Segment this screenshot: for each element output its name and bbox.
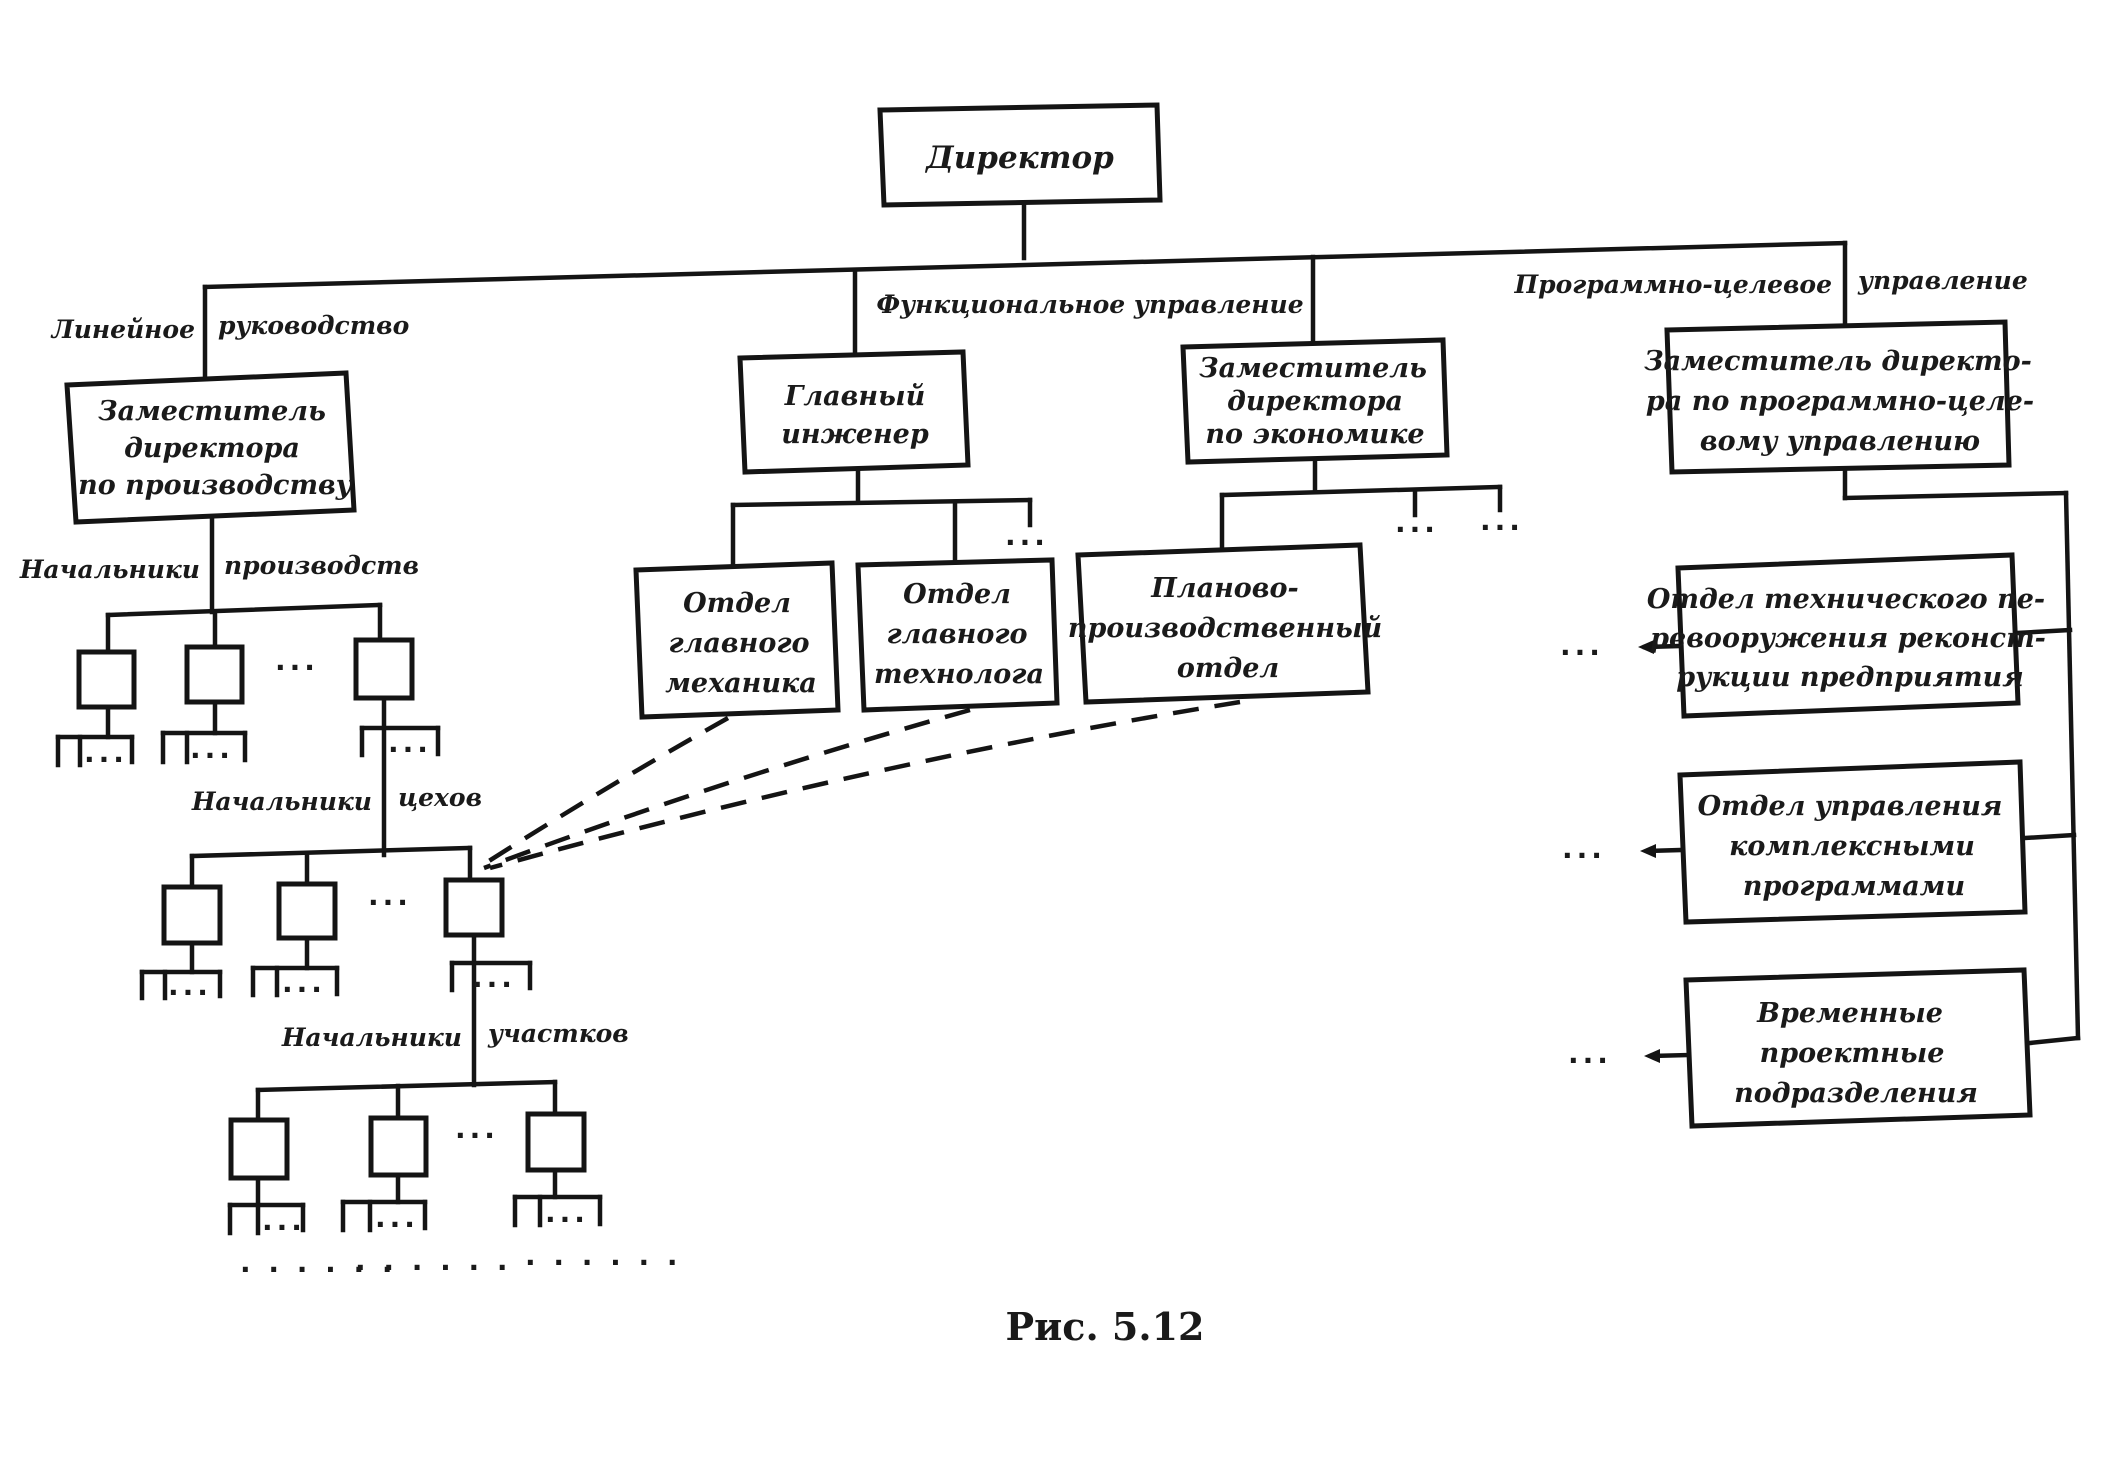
deputy-economics-box xyxy=(1180,337,1450,465)
production-unit-square xyxy=(184,644,245,705)
complex-programs-box xyxy=(1677,759,2028,925)
functional-label: Функциональное управление xyxy=(876,290,1303,319)
ellipsis: ... xyxy=(388,726,432,759)
reequipment-line1: Отдел технического пе- xyxy=(1647,584,2045,615)
director-box xyxy=(877,102,1163,208)
chief-mechanic-box xyxy=(633,560,841,720)
planning-line2: производственный xyxy=(1068,613,1382,644)
ellipsis: ... xyxy=(1562,832,1606,865)
ellipsis: ... xyxy=(282,966,326,999)
figure-caption: Рис. 5.12 xyxy=(1006,1304,1205,1349)
reequipment-line2: ревооружения реконст- xyxy=(1650,623,2046,654)
director-label: Директор xyxy=(924,140,1114,176)
ellipsis: ... xyxy=(375,1201,419,1234)
ellipsis-marks: ... ... ... ... ... ... ... ... ... ... … xyxy=(84,504,1612,1279)
deputy-economics-line1: Заместитель xyxy=(1199,353,1427,384)
chief-mechanic-line3: механика xyxy=(665,668,817,699)
temporary-units-box xyxy=(1683,967,2033,1129)
deputy-program-line2: ра по программно-целе- xyxy=(1646,386,2034,417)
deputy-production-line3: по производству xyxy=(78,470,354,501)
section-heads-label-left: Начальники xyxy=(281,1023,462,1052)
planning-line3: отдел xyxy=(1177,653,1279,684)
workshop-unit-square xyxy=(276,881,338,941)
production-unit-square xyxy=(76,649,137,710)
arrowheads xyxy=(1638,640,1660,1063)
production-heads-label-right: производств xyxy=(224,551,419,580)
program-label-right: управление xyxy=(1857,266,2028,295)
workshop-heads-label-left: Начальники xyxy=(191,787,372,816)
section-unit-square xyxy=(368,1115,429,1178)
chief-engineer-box xyxy=(737,349,971,475)
deputy-production-line2: директора xyxy=(124,433,300,464)
program-label-left: Программно-целевое xyxy=(1513,270,1832,299)
deputy-economics-line2: директора xyxy=(1227,386,1403,417)
deputy-production-box xyxy=(64,370,357,525)
deputy-production-line1: Заместитель xyxy=(98,396,326,427)
ellipsis: ... xyxy=(84,736,128,769)
ellipsis: ... xyxy=(190,732,234,765)
ellipsis: ... xyxy=(455,1112,499,1145)
planning-line1: Планово- xyxy=(1150,573,1298,604)
section-labels: Линейное руководство Функциональное упра… xyxy=(19,266,2028,1052)
deputy-program-box xyxy=(1664,319,2012,475)
ellipsis: . . . . . . xyxy=(525,1239,682,1272)
chief-technologist-line3: технолога xyxy=(874,659,1044,690)
chief-technologist-line2: главного xyxy=(886,619,1027,650)
ellipsis: . . . . . . xyxy=(355,1244,512,1277)
ellipsis: ... xyxy=(1005,519,1049,552)
workshop-unit-square xyxy=(161,884,223,946)
reequipment-line3: рукции предприятия xyxy=(1676,662,2023,693)
section-heads-label-right: участков xyxy=(487,1019,629,1048)
reequipment-box xyxy=(1675,552,2021,719)
section-unit-square xyxy=(525,1111,587,1173)
ellipsis: ... xyxy=(545,1196,589,1229)
chief-engineer-line2: инженер xyxy=(781,419,929,450)
section-unit-square xyxy=(228,1117,290,1181)
ellipsis: ... xyxy=(1568,1037,1612,1070)
deputy-economics-line3: по экономике xyxy=(1205,419,1424,450)
chief-mechanic-line2: главного xyxy=(668,628,809,659)
functional-dashed-links xyxy=(476,699,1241,871)
production-heads-label-left: Начальники xyxy=(19,555,200,584)
ellipsis: ... xyxy=(275,644,319,677)
ellipsis: ... xyxy=(1480,504,1524,537)
chief-technologist-line1: Отдел xyxy=(903,579,1011,610)
deputy-program-line3: вому управлению xyxy=(1700,426,1980,457)
ellipsis: ... xyxy=(1560,629,1604,662)
connector-lines xyxy=(55,202,2081,1236)
production-unit-square xyxy=(353,637,415,701)
ellipsis: . . . . . . xyxy=(240,1246,397,1279)
linear-label-right: руководство xyxy=(218,311,409,340)
complex-programs-line3: программами xyxy=(1743,871,1965,902)
linear-label-left: Линейное xyxy=(50,315,195,344)
box-texts: Директор Заместитель директора по произв… xyxy=(78,140,2046,1109)
chief-technologist-box xyxy=(855,557,1060,713)
temporary-units-line1: Временные xyxy=(1756,998,1943,1029)
deputy-program-line1: Заместитель директо- xyxy=(1644,346,2032,377)
chief-engineer-line1: Главный xyxy=(784,381,925,412)
ellipsis: ... xyxy=(262,1204,306,1237)
ellipsis: ... xyxy=(368,879,412,912)
boxes xyxy=(64,102,2033,1129)
complex-programs-line2: комплексными xyxy=(1729,831,1975,862)
complex-programs-line1: Отдел управления xyxy=(1698,791,2003,822)
workshop-unit-square xyxy=(443,877,505,938)
ellipsis: ... xyxy=(472,961,516,994)
ellipsis: ... xyxy=(168,969,212,1002)
temporary-units-line2: проектные xyxy=(1760,1038,1945,1069)
temporary-units-line3: подразделения xyxy=(1734,1078,1978,1109)
planning-box xyxy=(1075,542,1371,705)
ellipsis: ... xyxy=(1395,506,1439,539)
workshop-heads-label-right: цехов xyxy=(398,783,482,812)
unit-squares xyxy=(76,637,587,1181)
chief-mechanic-line1: Отдел xyxy=(683,588,791,619)
